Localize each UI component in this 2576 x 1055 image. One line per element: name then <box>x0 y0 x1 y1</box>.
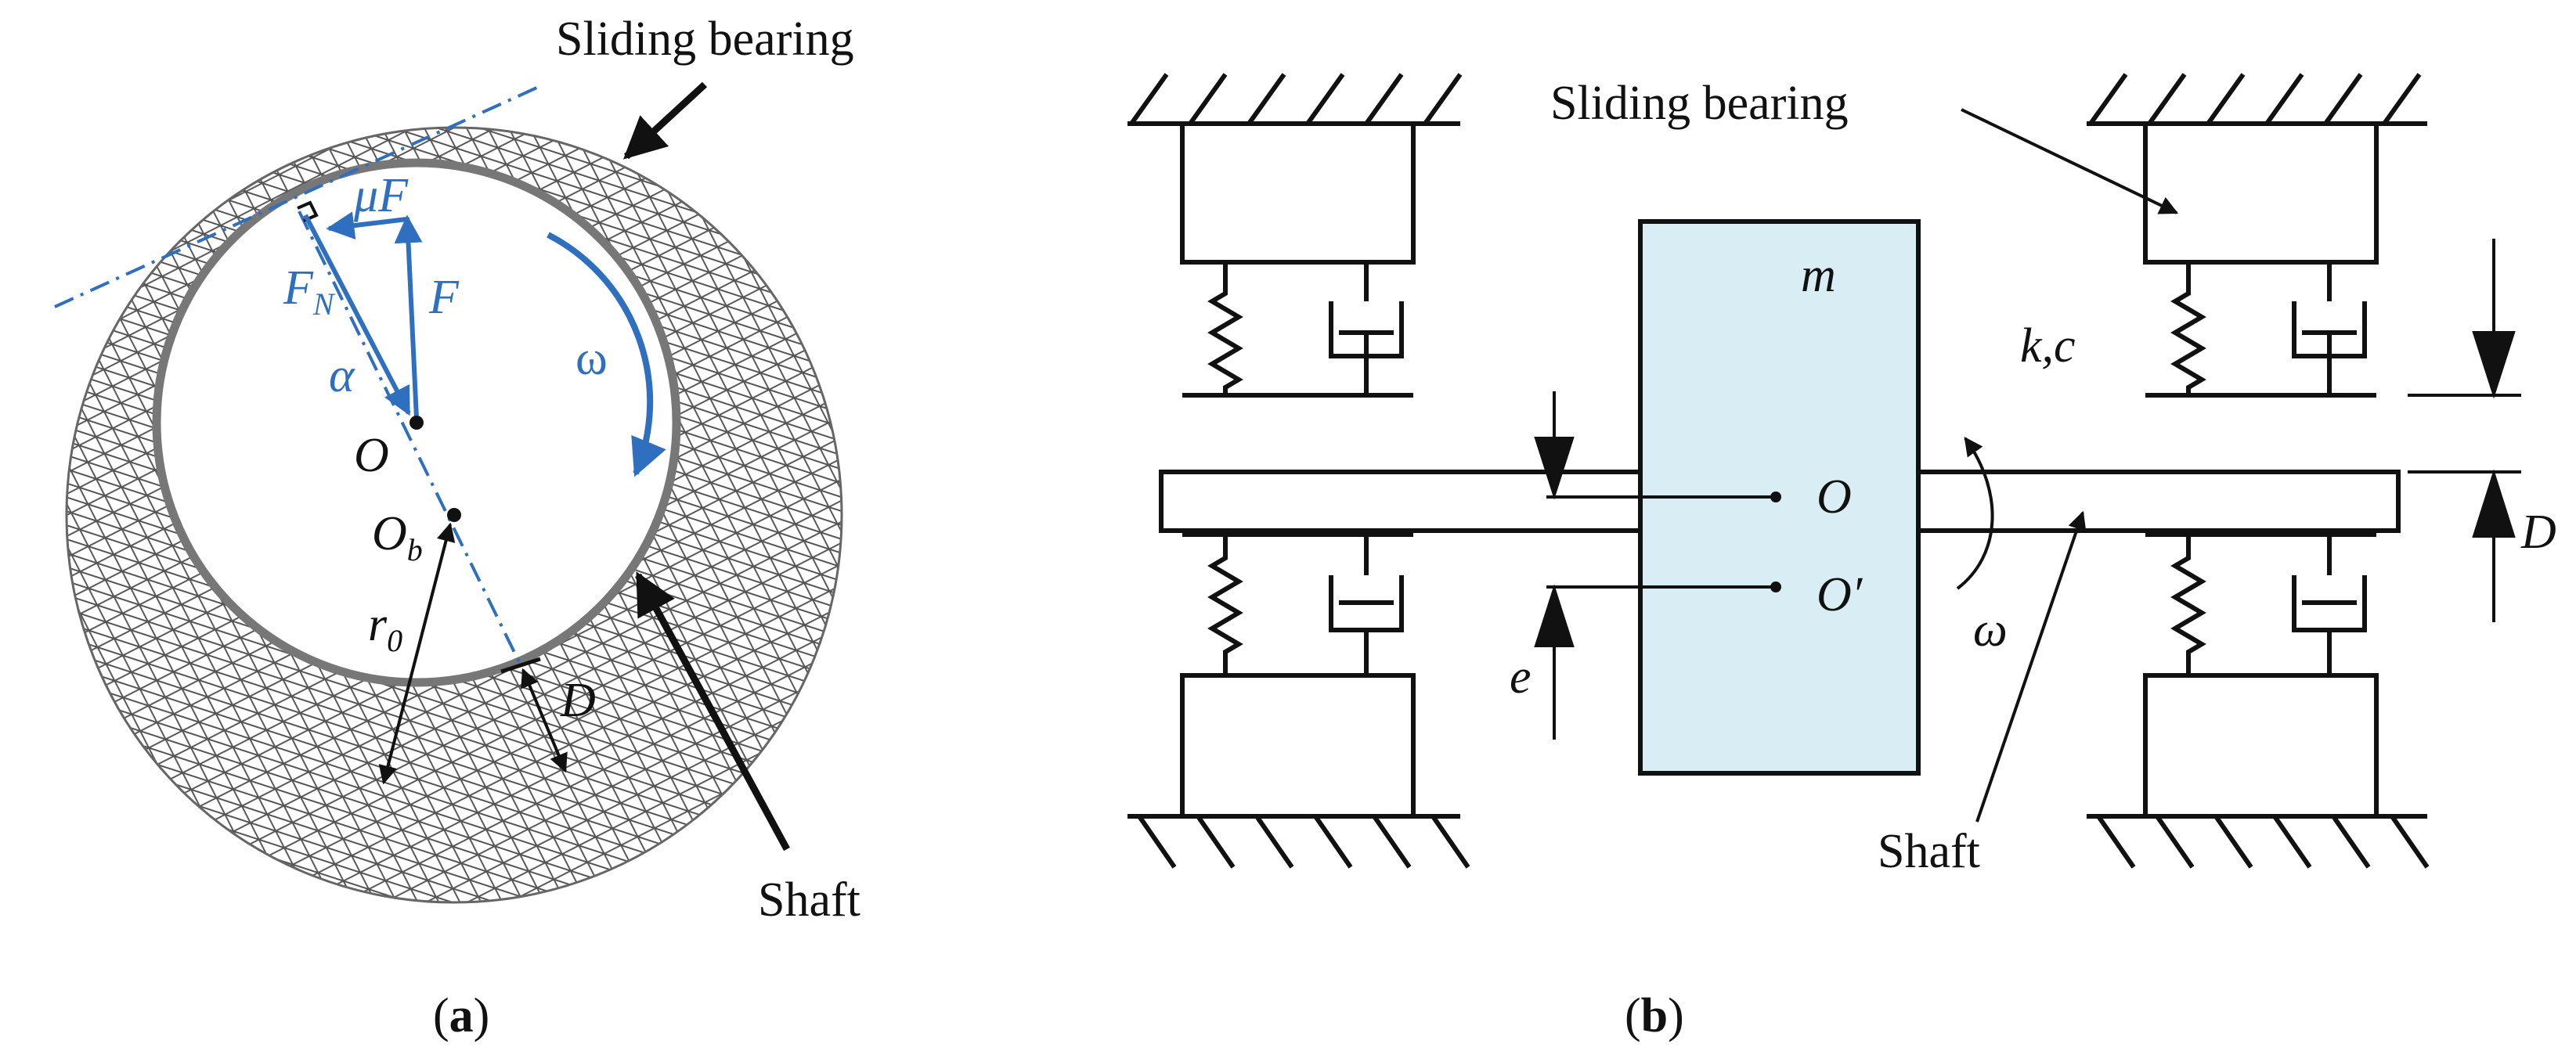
O-symbol-a: O <box>354 429 389 482</box>
Ob-symbol: Ob <box>372 507 423 567</box>
r0-dimension-arrow <box>378 522 456 785</box>
bearing-lower-left <box>1127 532 1470 869</box>
center-line <box>298 211 522 666</box>
shaft-label-a: Shaft <box>758 873 860 927</box>
center-point-O <box>409 416 424 430</box>
panel-b <box>1127 73 2521 869</box>
D-symbol-b: D <box>2520 506 2556 559</box>
D-symbol-a: D <box>560 674 596 727</box>
D-dimension-arrow-a <box>521 668 568 773</box>
center-point-Oprime <box>1770 582 1781 592</box>
caption-a: (a) <box>433 989 489 1042</box>
bearing-upper-left <box>1127 73 1463 398</box>
bearing-upper-right <box>2087 73 2427 398</box>
center-point-O-b <box>1770 491 1781 502</box>
O-symbol-b: O <box>1817 470 1852 524</box>
kc-symbol: k,c <box>2020 319 2076 373</box>
omega-symbol-b: ω <box>1973 603 2008 657</box>
panel-b-text: Sliding bearing Shaft m k,c O O′ e ω D (… <box>1510 77 2556 1042</box>
normal-force-arrow <box>303 214 411 416</box>
bearing-callout-arrow-a <box>623 81 708 160</box>
shaft-label-b: Shaft <box>1878 825 1980 878</box>
bearing-label-b: Sliding bearing <box>1550 77 1849 130</box>
bearing-callout-arrow-b <box>1961 108 2179 214</box>
alpha-symbol: α <box>329 349 355 402</box>
e-symbol: e <box>1510 650 1532 704</box>
omega-symbol-a: ω <box>575 332 608 385</box>
m-symbol: m <box>1801 249 1836 302</box>
e-dimension <box>1534 391 1771 740</box>
D-tick-a <box>500 657 541 674</box>
rotation-arc-omega <box>547 232 666 477</box>
r0-symbol: r0 <box>368 598 402 658</box>
bearing-lower-right <box>2087 532 2430 869</box>
right-angle-marker <box>297 200 319 222</box>
FN-symbol: FN <box>283 261 336 322</box>
F-symbol: F <box>428 271 460 324</box>
resultant-force-arrow <box>394 214 423 419</box>
shaft-callout-arrow-a <box>635 571 790 852</box>
bearing-label-a: Sliding bearing <box>556 13 854 66</box>
shaft-callout-arrow-b <box>1975 510 2087 823</box>
friction-force-arrow <box>326 211 408 240</box>
panel-a: Sliding bearing Shaft μF FN F α ω O Ob r… <box>54 13 860 1042</box>
Oprime-symbol: O′ <box>1817 568 1863 621</box>
rotation-arc-omega-b <box>1956 437 1994 590</box>
D-dimension-b <box>2408 239 2521 622</box>
muF-symbol: μF <box>353 169 409 222</box>
caption-b: (b) <box>1625 989 1684 1042</box>
tangent-line <box>54 85 541 308</box>
center-point-Ob <box>447 508 461 522</box>
